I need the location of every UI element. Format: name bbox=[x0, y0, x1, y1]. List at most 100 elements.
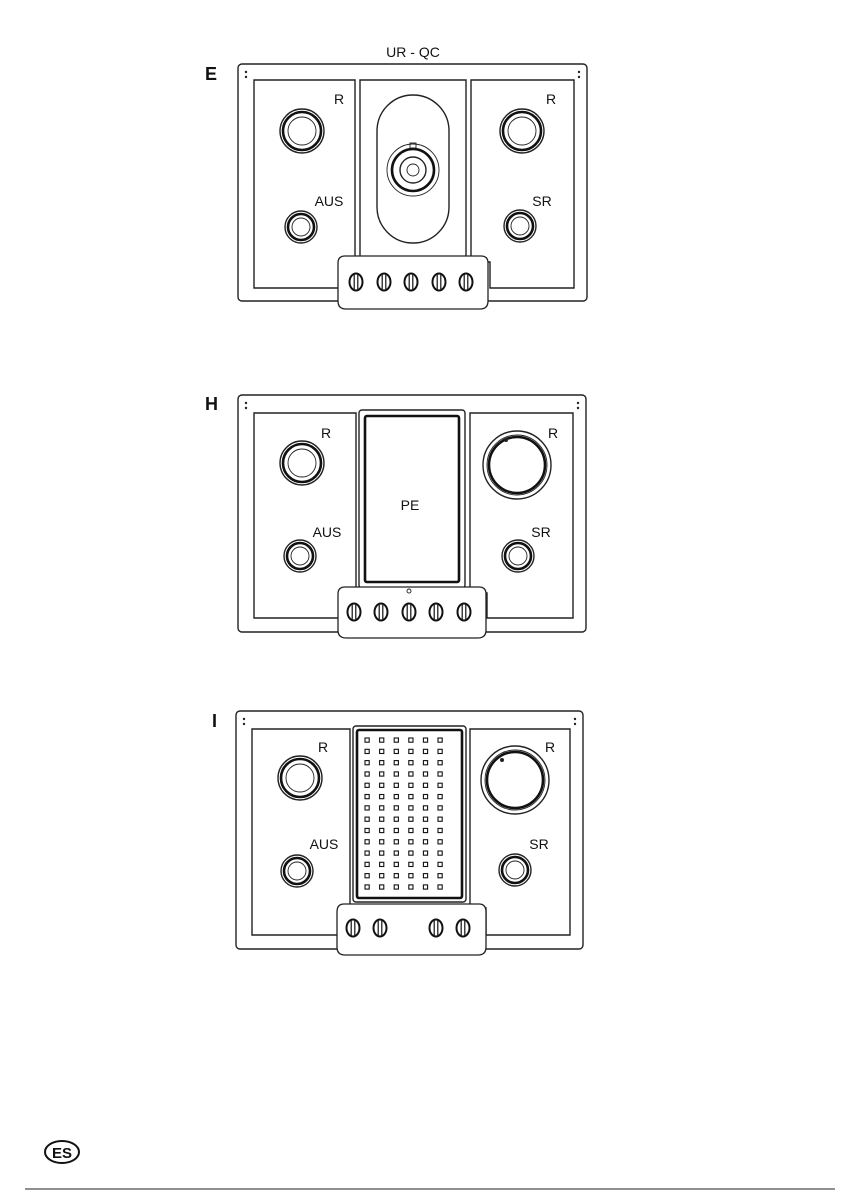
burner-icon bbox=[504, 210, 536, 242]
griddle-dot bbox=[380, 795, 384, 799]
griddle-dot bbox=[394, 862, 398, 866]
wok-burner-e bbox=[387, 143, 439, 196]
griddle-dot bbox=[409, 761, 413, 765]
knob-icon bbox=[460, 274, 473, 291]
griddle-dot bbox=[394, 749, 398, 753]
knob-icon bbox=[374, 920, 387, 937]
label-top-right-e: R bbox=[546, 91, 556, 107]
griddle-dot bbox=[380, 772, 384, 776]
diagram-title-e: UR - QC bbox=[386, 44, 440, 60]
label-top-left-e: R bbox=[334, 91, 344, 107]
griddle-dot bbox=[365, 795, 369, 799]
griddle-dot bbox=[409, 749, 413, 753]
griddle-dot bbox=[423, 862, 427, 866]
burner-icon bbox=[278, 756, 322, 800]
griddle-dot bbox=[423, 783, 427, 787]
griddle-dot bbox=[380, 806, 384, 810]
diagram-letter-i: I bbox=[212, 711, 217, 731]
label-top-right-i: R bbox=[545, 739, 555, 755]
burner-icon bbox=[285, 211, 317, 243]
griddle-dot bbox=[380, 885, 384, 889]
griddle-dot bbox=[423, 817, 427, 821]
griddle-dot bbox=[409, 738, 413, 742]
griddle-dot bbox=[394, 840, 398, 844]
burner-icon bbox=[281, 855, 313, 887]
knob-icon bbox=[347, 920, 360, 937]
diagram-letter-e: E bbox=[205, 64, 217, 84]
burner-icon bbox=[499, 854, 531, 886]
griddle-dot bbox=[365, 885, 369, 889]
label-center-h: PE bbox=[401, 497, 420, 513]
griddle-dot bbox=[438, 749, 442, 753]
griddle-dot bbox=[409, 795, 413, 799]
label-bottom-right-e: SR bbox=[532, 193, 551, 209]
griddle-dot bbox=[423, 874, 427, 878]
griddle-dot bbox=[394, 783, 398, 787]
griddle-dot bbox=[380, 862, 384, 866]
griddle-dot bbox=[438, 783, 442, 787]
griddle-dot bbox=[409, 874, 413, 878]
griddle-dot bbox=[409, 828, 413, 832]
burner-icon bbox=[483, 431, 551, 499]
griddle-dot bbox=[365, 817, 369, 821]
griddle-dot bbox=[365, 806, 369, 810]
griddle-dot bbox=[438, 772, 442, 776]
griddle-dot bbox=[438, 806, 442, 810]
griddle-dot bbox=[438, 795, 442, 799]
knob-icon bbox=[403, 604, 416, 621]
knob-icon bbox=[350, 274, 363, 291]
griddle-dot bbox=[394, 874, 398, 878]
griddle-dot bbox=[394, 761, 398, 765]
griddle-dot bbox=[365, 851, 369, 855]
right-zone-h bbox=[470, 413, 573, 618]
griddle-icon bbox=[353, 726, 466, 902]
griddle-dot bbox=[380, 840, 384, 844]
knob-icon bbox=[378, 274, 391, 291]
hob-diagram-i: I R bbox=[212, 711, 583, 955]
griddle-dot bbox=[365, 874, 369, 878]
griddle-dot bbox=[394, 772, 398, 776]
right-zone-i bbox=[470, 729, 570, 935]
wok-icon bbox=[377, 95, 449, 243]
griddle-dot bbox=[423, 761, 427, 765]
griddle-dot bbox=[365, 862, 369, 866]
knob-icon bbox=[458, 604, 471, 621]
griddle-dot bbox=[394, 828, 398, 832]
griddle-dot bbox=[409, 772, 413, 776]
griddle-dot bbox=[409, 783, 413, 787]
griddle-dot bbox=[409, 885, 413, 889]
knob-icon bbox=[375, 604, 388, 621]
label-top-left-i: R bbox=[318, 739, 328, 755]
center-zone-e bbox=[360, 80, 466, 258]
label-bottom-right-h: SR bbox=[531, 524, 550, 540]
griddle-dot bbox=[380, 817, 384, 821]
griddle-dot bbox=[423, 840, 427, 844]
griddle-dot bbox=[438, 851, 442, 855]
griddle-dot bbox=[394, 738, 398, 742]
griddle-dot bbox=[438, 738, 442, 742]
label-bottom-left-e: AUS bbox=[315, 193, 344, 209]
griddle-dot bbox=[423, 806, 427, 810]
burner-icon bbox=[280, 441, 324, 485]
language-badge: ES bbox=[45, 1141, 79, 1163]
griddle-dot bbox=[380, 761, 384, 765]
griddle-dot bbox=[394, 806, 398, 810]
griddle-dot bbox=[380, 828, 384, 832]
griddle-dot bbox=[423, 738, 427, 742]
burner-icon bbox=[284, 540, 316, 572]
griddle-dot bbox=[438, 761, 442, 765]
burner-icon bbox=[502, 540, 534, 572]
knob-icon bbox=[457, 920, 470, 937]
hob-diagram-h: H PE R AUS R bbox=[205, 394, 586, 638]
griddle-dot bbox=[365, 749, 369, 753]
griddle-dot bbox=[380, 783, 384, 787]
griddle-dot bbox=[423, 772, 427, 776]
griddle-dot bbox=[438, 874, 442, 878]
burner-icon bbox=[500, 109, 544, 153]
griddle-dot bbox=[423, 795, 427, 799]
griddle-dot bbox=[438, 885, 442, 889]
griddle-dot bbox=[423, 851, 427, 855]
griddle-dot bbox=[394, 851, 398, 855]
